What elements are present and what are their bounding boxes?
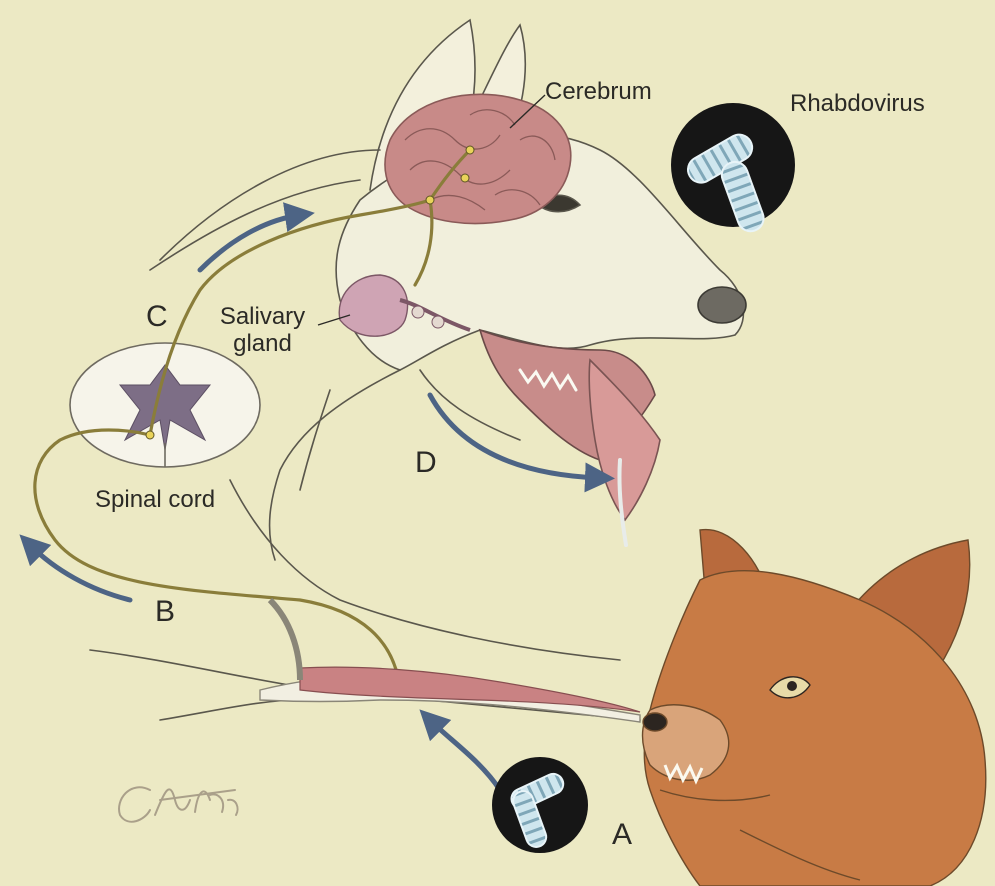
- dog-nose: [698, 287, 746, 323]
- label-salivary-line2: gland: [233, 330, 292, 357]
- fox-nose: [643, 713, 667, 731]
- spinal-cord-cross-section: [70, 343, 260, 467]
- label-c: C: [146, 302, 168, 332]
- label-cerebrum: Cerebrum: [545, 80, 652, 104]
- label-rhabdovirus: Rhabdovirus: [790, 92, 925, 116]
- label-b: B: [155, 597, 175, 627]
- virus-lens-bottom: [492, 757, 588, 853]
- label-a: A: [612, 820, 632, 850]
- label-spinal-cord: Spinal cord: [95, 488, 215, 512]
- label-d: D: [415, 448, 437, 478]
- label-salivary-gland: Salivary gland: [200, 303, 325, 357]
- label-salivary-line1: Salivary: [220, 303, 305, 330]
